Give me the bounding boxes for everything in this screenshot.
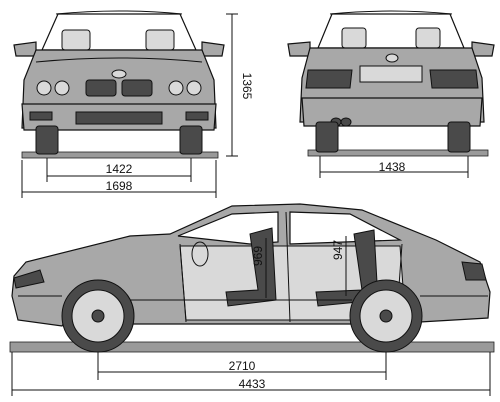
- rear-left-mirror: [287, 41, 311, 57]
- front-track-label: 1422: [106, 162, 133, 176]
- overall-width-label: 1698: [106, 179, 133, 193]
- overall-length-label: 4433: [239, 377, 266, 391]
- rear-left-tire: [315, 121, 339, 153]
- front-right-tire: [179, 125, 203, 155]
- front-wheel: [61, 279, 135, 353]
- rear-right-taillight: [429, 69, 479, 89]
- front-seat: [225, 227, 277, 307]
- wheelbase-label: 2710: [229, 359, 256, 373]
- front-right-mirror: [201, 41, 225, 57]
- side-ground-shadow: [9, 341, 495, 353]
- rear-seat-height-label: 947: [331, 240, 345, 260]
- rear-right-mirror: [471, 41, 495, 57]
- front-ground-shadow: [21, 151, 219, 159]
- rear-window: [317, 13, 465, 49]
- front-kidney-grille: [85, 79, 117, 97]
- rear-view: 1438: [287, 10, 495, 178]
- front-left-tire: [35, 125, 59, 155]
- side-view: 969 947 2710 4433: [9, 203, 495, 396]
- front-height-label: 1365: [240, 73, 254, 100]
- rear-wheel: [349, 279, 423, 353]
- rear-ground-shadow: [307, 149, 489, 157]
- rear-left-taillight: [305, 69, 353, 89]
- rear-right-tire: [447, 121, 471, 153]
- front-seat-height-label: 969: [251, 246, 265, 266]
- front-left-mirror: [13, 41, 37, 57]
- front-view: 1365 1422 1698: [13, 10, 254, 198]
- rear-track-label: 1438: [379, 160, 406, 174]
